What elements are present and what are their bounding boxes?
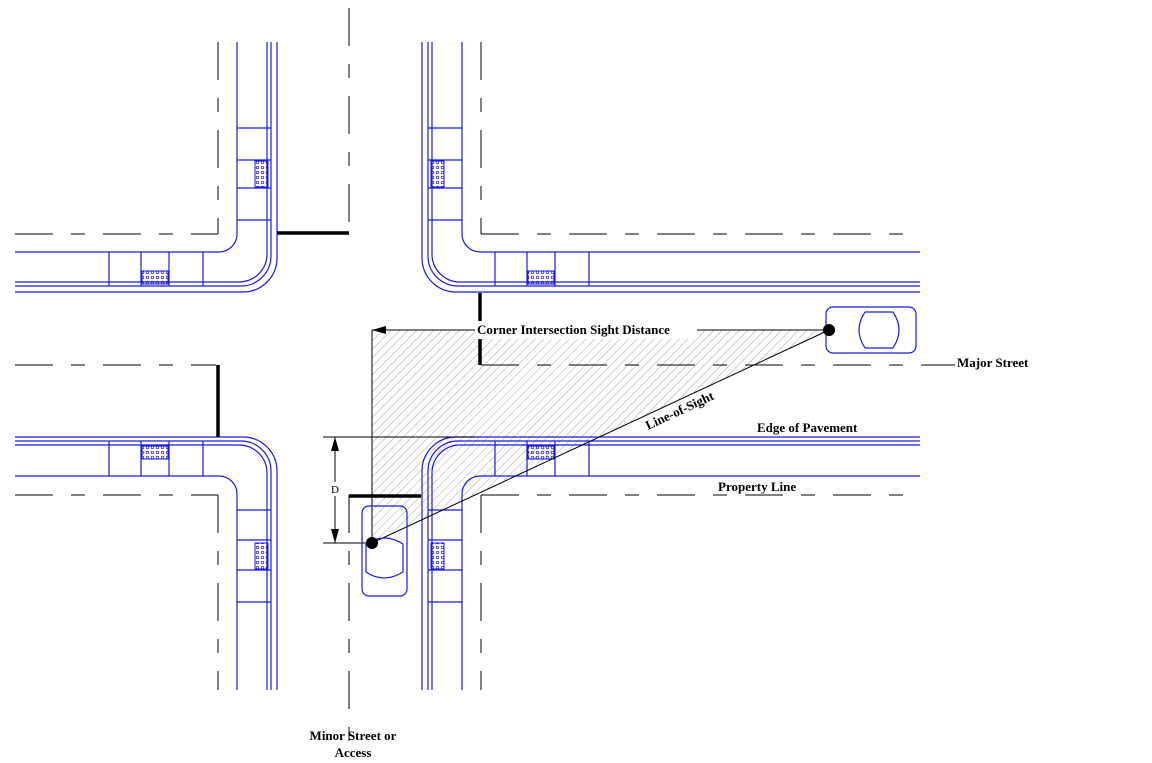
sight-distance-dimension [371, 321, 829, 543]
ramp-pad [527, 445, 555, 460]
curb-linework [15, 42, 920, 690]
property-line-label: Property Line [718, 479, 796, 494]
line-of-sight [371, 329, 830, 544]
centerlines [15, 8, 955, 745]
ramp-pad [430, 160, 445, 188]
major-street-car [825, 306, 917, 354]
major-street-label: Major Street [957, 355, 1029, 370]
sight-distance-label: Corner Intersection Sight Distance [477, 322, 670, 337]
ramp-pad [254, 542, 269, 570]
dimension-d-label: D [331, 484, 339, 496]
ramp-pad [254, 160, 269, 188]
ramp-pad [141, 445, 169, 460]
d-dimension [323, 436, 475, 544]
major-driver-eye-point [823, 324, 835, 336]
edge-of-pavement-label: Edge of Pavement [757, 420, 858, 435]
ramp-pad [141, 270, 169, 285]
minor-driver-eye-point [366, 537, 378, 549]
ramp-pad [430, 542, 445, 570]
minor-street-label-line2: Access [335, 745, 372, 760]
ramp-pad [527, 270, 555, 285]
property-lines [15, 42, 920, 690]
minor-street-label-line1: Minor Street or [310, 728, 397, 743]
